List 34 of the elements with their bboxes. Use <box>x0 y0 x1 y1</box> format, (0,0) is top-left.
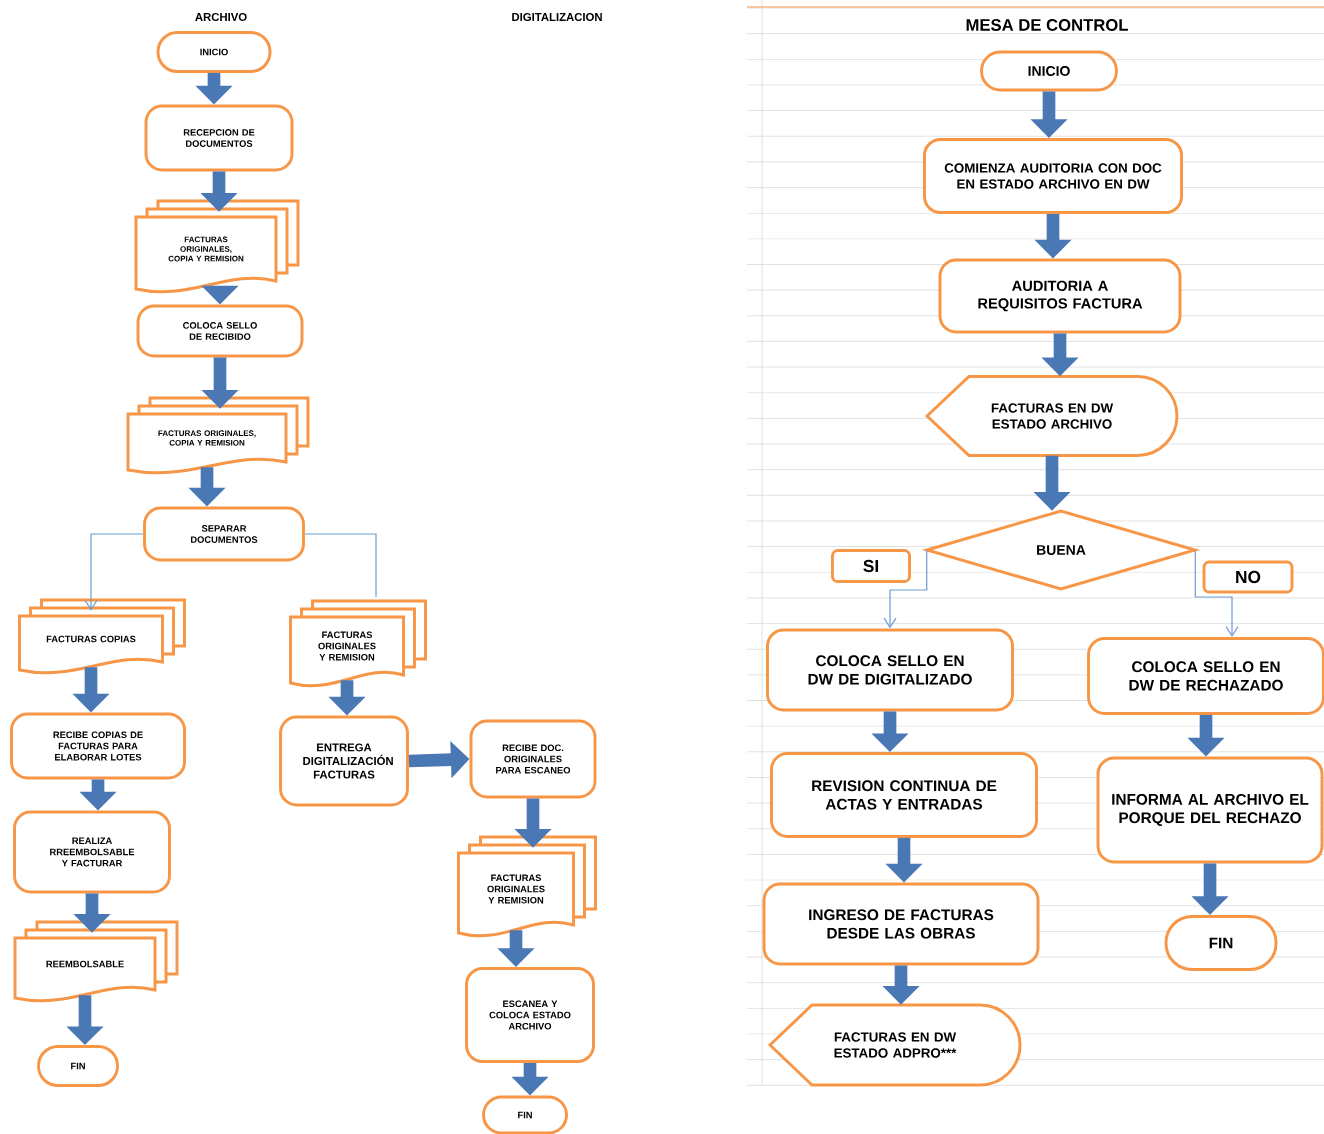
process-box: RECIBE DOC. ORIGINALES PARA ESCANEO <box>469 719 597 799</box>
document-stack: FACTURAS ORIGINALES Y REMISION <box>289 599 427 688</box>
document-stack: FACTURAS ORIGINALES Y REMISION <box>457 835 597 938</box>
arrow <box>84 533 144 611</box>
column-heading: DIGITALIZACION <box>512 13 602 21</box>
document-stack: FACTURAS ORIGINALES, COPIA Y REMISION <box>126 396 310 475</box>
document-stack: REEMBOLSABLE <box>13 920 179 1003</box>
arrow <box>1194 549 1239 638</box>
process-box: COLOCA SELLO EN DW DE RECHAZADO <box>1087 637 1324 715</box>
panel-title: MESA DE CONTROL <box>966 19 1128 31</box>
process-box: INFORMA AL ARCHIVO EL PORQUE DEL RECHAZO <box>1096 756 1324 864</box>
terminal-box: FIN <box>482 1095 568 1134</box>
answer-box: SI <box>831 549 911 583</box>
process-box: REVISION CONTINUA DE ACTAS Y ENTRADAS <box>770 752 1038 838</box>
terminal-box: FIN <box>37 1045 119 1087</box>
terminal-box: INICIO <box>980 50 1118 92</box>
terminal-box: FIN <box>1164 915 1278 971</box>
document-stack: FACTURAS ORIGINALES, COPIA Y REMISION <box>134 199 300 294</box>
process-box: COLOCA SELLO DE RECIBIDO <box>136 304 304 358</box>
process-box: COMIENZA AUDITORIA CON DOC EN ESTADO ARCHIVO EN DW <box>923 138 1183 214</box>
process-box: SEPARAR DOCUMENTOS <box>143 506 305 562</box>
process-box: ENTREGA DIGITALIZACIÓN FACTURAS <box>279 715 409 807</box>
process-box: RECEPCION DE DOCUMENTOS <box>144 104 294 172</box>
process-box: RECIBE COPIAS DE FACTURAS PARA ELABORAR LOTES <box>10 712 186 780</box>
process-box: INGRESO DE FACTURAS DESDE LAS OBRAS <box>762 882 1040 966</box>
process-box: ESCANEA Y COLOCA ESTADO ARCHIVO <box>465 967 595 1063</box>
terminal-box: INICIO <box>156 31 272 73</box>
document-stack: FACTURAS COPIAS <box>18 598 186 675</box>
answer-box: NO <box>1202 560 1294 594</box>
process-box: REALIZA RREEMBOLSABLE Y FACTURAR <box>13 810 171 894</box>
arrow <box>883 549 928 629</box>
column-heading: ARCHIVO <box>195 13 247 21</box>
process-box: AUDITORIA A REQUISITOS FACTURA <box>938 258 1182 334</box>
process-box: COLOCA SELLO EN DW DE DIGITALIZADO <box>766 628 1014 712</box>
